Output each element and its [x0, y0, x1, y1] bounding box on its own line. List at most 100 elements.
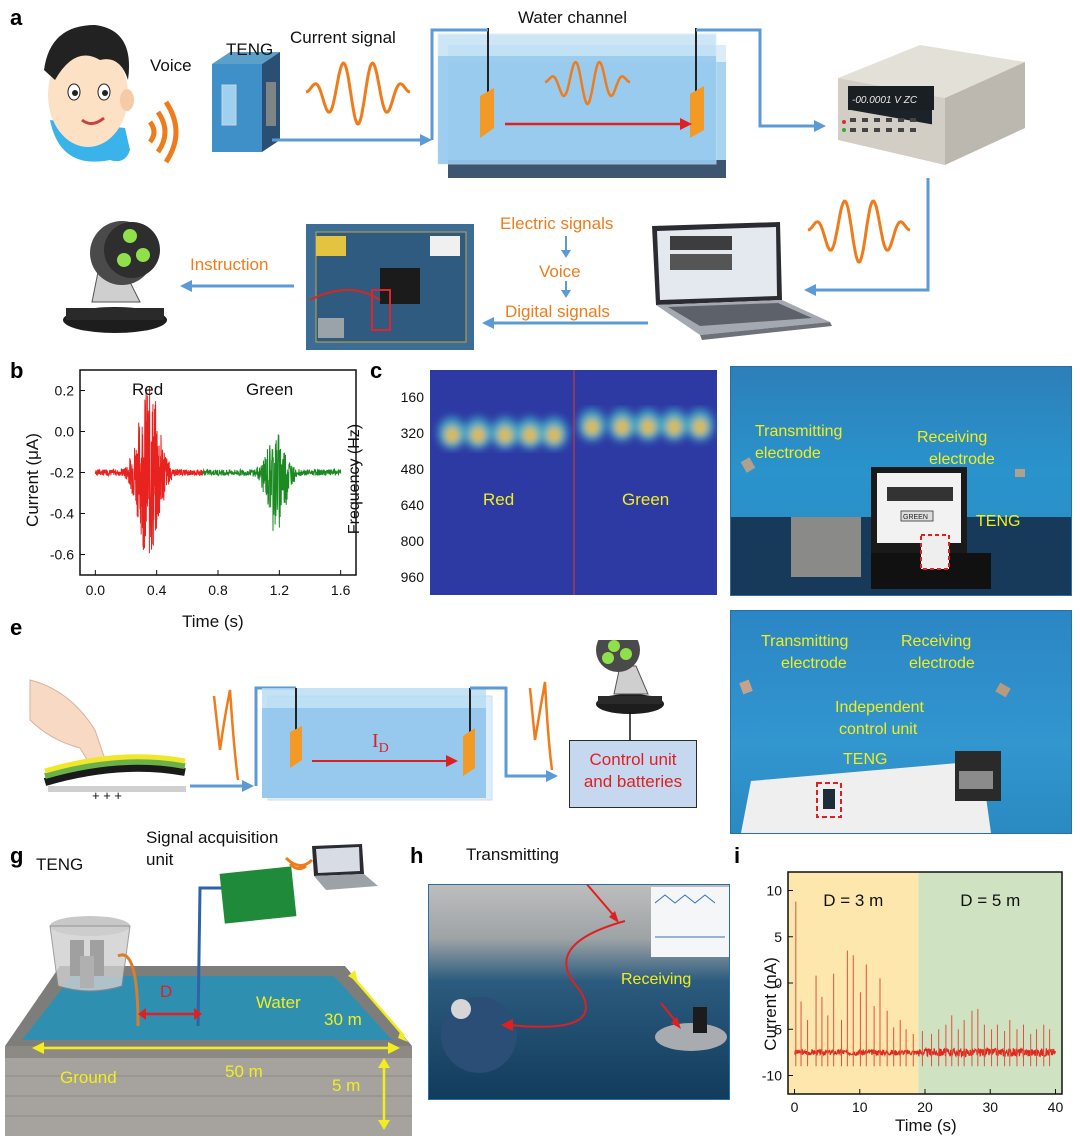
current-signal-label: Current signal [290, 28, 396, 47]
spectrogram-burst-peak [527, 431, 533, 439]
g-ground-label: Ground [60, 1068, 117, 1087]
photo-f-scene [739, 679, 1011, 833]
photo-f-teng: TENG [843, 751, 888, 768]
photo-h-transmitting: Transmitting [466, 845, 559, 864]
meter-signal-wave [807, 199, 911, 264]
chart-b-series-green [202, 434, 342, 531]
control-unit-box: Control unit and batteries [569, 740, 697, 808]
photo-f-electrode2: electrode [909, 655, 975, 672]
laptop-illustration [652, 222, 832, 340]
chart-c-label-red: Red [483, 490, 515, 509]
chart-i-region-2 [918, 872, 1062, 1094]
chart-c-label-green: Green [622, 490, 670, 509]
photo-h: Receiving [428, 884, 730, 1100]
chart-b-ytick: -0.4 [50, 506, 74, 522]
chart-i-xtick: 0 [791, 1099, 799, 1115]
multimeter-illustration: -00.0001 V ZC [838, 45, 1025, 165]
current-id-label: ID [372, 730, 389, 756]
g-signal-acq-2: unit [146, 850, 174, 869]
photo-d-screen-text: GREEN [903, 514, 928, 521]
chart-i-ylabel: Current (nA) [760, 957, 780, 1051]
panel-label-i: i [734, 843, 741, 868]
photo-d-teng: TENG [976, 513, 1021, 530]
photo-d-receiving: Receiving [917, 429, 988, 446]
g-signal-acq-1: Signal acquisition [146, 828, 279, 847]
chart-b-xtick: 1.2 [270, 582, 290, 598]
photo-f-receiving: Receiving [901, 633, 972, 650]
electric-signals-label: Electric signals [500, 214, 614, 233]
panel-label-e: e [10, 615, 23, 640]
photo-h-scene [441, 885, 729, 1073]
g-teng-label: TENG [36, 855, 84, 874]
chart-b: 0.0 0.4 0.8 1.2 1.6 0.2 0.0 -0.2 -0.4 -0.6 [50, 369, 357, 598]
chart-c-ytick: 960 [401, 569, 425, 585]
chart-i-ytick: 5 [774, 929, 782, 945]
person-face-illustration [44, 25, 134, 162]
control-board-illustration [306, 224, 474, 350]
g-water-label: Water [256, 993, 301, 1012]
spectrogram-burst-peak [645, 423, 651, 431]
water-channel-label: Water channel [518, 8, 627, 27]
spectrogram-burst-peak [475, 431, 481, 439]
spotlight-lamp-e [596, 640, 664, 714]
chart-b-ytick: -0.6 [50, 547, 74, 563]
photo-f: Transmitting electrode Receiving electro… [730, 610, 1072, 834]
g-width-label: 30 m [324, 1010, 362, 1029]
chart-b-label-red: Red [132, 380, 164, 399]
spotlight-lamp-illustration [63, 221, 167, 333]
chart-b-xtick: 0.0 [86, 582, 106, 598]
photo-h-receiving: Receiving [621, 971, 692, 988]
photo-d-electrode1: electrode [755, 445, 821, 462]
chart-c-ylabel: Frequency (Hz) [346, 423, 364, 535]
chart-b-ytick: 0.2 [55, 383, 75, 399]
photo-d-electrode2: electrode [929, 451, 995, 468]
chart-i-ytick: -5 [770, 1021, 783, 1037]
svg-text:+ + +: + + + [92, 788, 122, 803]
chart-b-ytick: -0.2 [50, 465, 74, 481]
photo-f-independent: Independent [835, 699, 924, 716]
spectrogram-burst-peak [589, 423, 595, 431]
control-unit-line2: and batteries [583, 772, 683, 791]
chart-b-ytick: 0.0 [55, 424, 75, 440]
teng-device-illustration [212, 52, 280, 152]
chart-i-xtick: 10 [852, 1099, 868, 1115]
spectrogram-burst-peak [671, 423, 677, 431]
panel-e-diagram: + + + [29, 640, 664, 803]
water-signal-wave [544, 60, 631, 106]
chart-i-xtick: 40 [1048, 1099, 1064, 1115]
chart-i-region-label: D = 5 m [960, 891, 1020, 910]
chart-c-ytick: 640 [401, 497, 425, 513]
meter-readout: -00.0001 V ZC [852, 95, 918, 106]
chart-i-ytick: -10 [762, 1068, 782, 1084]
panel-label-g: g [10, 843, 24, 868]
current-signal-wave [305, 61, 411, 126]
spectrogram-burst-peak [449, 431, 455, 439]
chart-c-ytick: 320 [401, 425, 425, 441]
spectrogram-burst-peak [551, 431, 557, 439]
photo-f-electrode1: electrode [781, 655, 847, 672]
chart-i-xtick: 30 [982, 1099, 998, 1115]
instruction-label: Instruction [190, 255, 269, 274]
chart-c-ytick: 480 [401, 461, 425, 477]
chart-b-xtick: 0.4 [147, 582, 167, 598]
voice-step-label: Voice [539, 262, 581, 281]
digital-signals-label: Digital signals [505, 302, 610, 321]
panel-g-diagram [5, 844, 412, 1136]
chart-c-ytick: 160 [401, 389, 425, 405]
panel-a-diagram: -00.0001 V ZC [44, 25, 1025, 350]
chart-c-ytick: 800 [401, 533, 425, 549]
chart-b-label-green: Green [246, 380, 294, 399]
chart-i-ytick: 10 [766, 883, 782, 899]
voice-label: Voice [150, 56, 192, 75]
chart-i-baseline [794, 1046, 1057, 1059]
photo-f-control-unit: control unit [839, 721, 918, 738]
chart-b-ylabel: Current (μA) [22, 433, 42, 527]
spectrogram-burst-peak [619, 423, 625, 431]
teng-bucket-illustration [49, 916, 131, 992]
chart-b-xtick: 0.8 [208, 582, 228, 598]
chart-b-xlabel: Time (s) [182, 612, 244, 631]
chart-b-xtick: 1.6 [331, 582, 351, 598]
photo-d: GREEN Transmitting electrode Receiving e… [730, 366, 1072, 596]
control-unit-line1: Control unit [589, 750, 677, 769]
